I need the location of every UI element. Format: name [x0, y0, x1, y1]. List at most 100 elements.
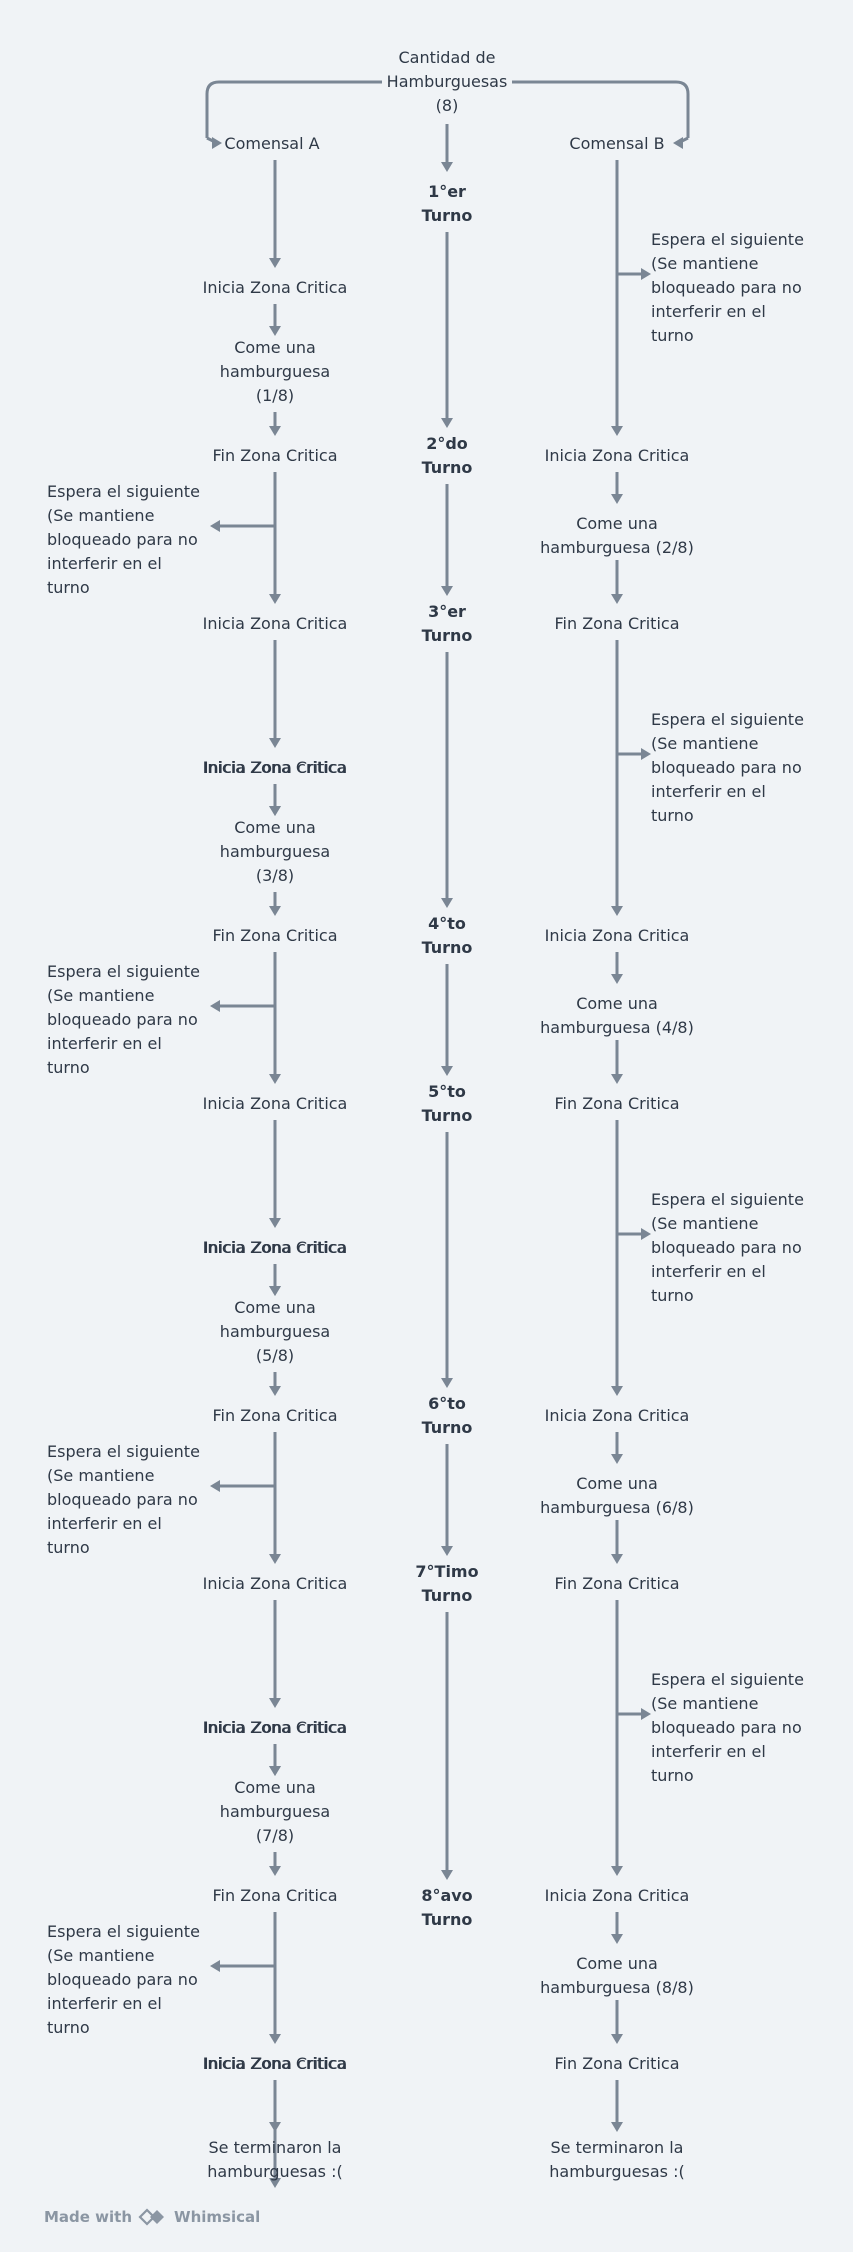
inicia-zona-critica-a-line: Inicia Zona Critica	[202, 614, 348, 633]
espera-a-line: interferir en el	[47, 554, 162, 573]
comensal-b-node-line: Comensal B	[569, 134, 665, 153]
inicia-zona-critica-a-line: Inicia Zona Critica	[202, 1094, 348, 1113]
arrow-head-icon	[269, 426, 281, 436]
espera-a-line: (Se mantiene	[47, 1946, 155, 1965]
espera-b-line: (Se mantiene	[651, 1694, 759, 1713]
inicia-zona-critica-a-line: Inicia Zona critica	[203, 758, 347, 777]
turn-node-line: 2°do	[426, 434, 468, 453]
espera-b-line: (Se mantiene	[651, 254, 759, 273]
arrow-head-icon	[641, 1228, 651, 1240]
inicia-zona-critica-b-line: Inicia Zona Critica	[544, 1406, 690, 1425]
inicia-zona-critica-a: Inicia Zona Critica	[125, 2052, 425, 2076]
branch-right-connector	[512, 80, 690, 138]
espera-b-line: interferir en el	[651, 1262, 766, 1281]
arrow-head-icon	[611, 594, 623, 604]
inicia-zona-critica-a: Inicia Zona critica	[125, 1716, 425, 1740]
fin-zona-critica-b-line: Fin Zona Critica	[554, 1574, 680, 1593]
turn-node-line: Turno	[421, 206, 473, 225]
come-hamburguesa-a-line: (7/8)	[255, 1826, 295, 1845]
inicia-zona-critica-a-line: Inicia Zona Critica	[202, 1574, 348, 1593]
come-hamburguesa-a-line: hamburguesa	[219, 842, 331, 861]
espera-a-line: (Se mantiene	[47, 1466, 155, 1485]
espera-b-line: bloqueado para no	[651, 758, 802, 777]
turn-node-line: Turno	[421, 626, 473, 645]
come-hamburguesa-a-line: hamburguesa	[219, 362, 331, 381]
come-hamburguesa-a-line: Come una	[234, 818, 316, 837]
fin-zona-critica-a-line: Fin Zona Critica	[212, 1406, 338, 1425]
fin-zona-critica-a: Fin Zona Critica	[125, 924, 425, 948]
turn-node-line: Turno	[421, 458, 473, 477]
inicia-zona-critica-a-line: Inicia Zona Critica	[202, 1718, 348, 1737]
arrow-head-icon	[269, 1554, 281, 1564]
turn-node-line: 4°to	[428, 914, 466, 933]
arrow-head-icon	[269, 2122, 281, 2132]
espera-b-line: turno	[651, 1286, 694, 1305]
arrow-head-icon	[441, 162, 453, 172]
arrow-head-icon	[212, 137, 222, 149]
fin-zona-critica-a-line: Fin Zona Critica	[212, 1886, 338, 1905]
come-hamburguesa-a: Come una hamburguesa (1/8)	[125, 336, 425, 408]
fin-zona-critica-a-line: Fin Zona Critica	[212, 446, 338, 465]
inicia-zona-critica-a-line: Inicia Zona critica	[203, 1718, 347, 1737]
espera-a-line: Espera el siguiente	[47, 1442, 200, 1461]
arrow-head-icon	[641, 748, 651, 760]
espera-b-line: (Se mantiene	[651, 1214, 759, 1233]
se-terminaron-b-line: Se terminaron la	[550, 2138, 684, 2157]
inicia-zona-critica-a-line: Inicia Zona Critica	[202, 2054, 348, 2073]
arrow-head-icon	[641, 268, 651, 280]
inicia-zona-critica-a: Inicia Zona Critica	[125, 756, 425, 780]
espera-b-line: (Se mantiene	[651, 734, 759, 753]
inicia-zona-critica-b: Inicia Zona Critica	[467, 924, 767, 948]
whimsical-brand: Whimsical	[174, 2208, 261, 2226]
arrow-head-icon	[673, 137, 683, 149]
turn-node-line: 1°er	[428, 182, 466, 201]
inicia-zona-critica-a: Inicia Zona Critica	[125, 1092, 425, 1116]
espera-a-line: turno	[47, 1538, 90, 1557]
come-hamburguesa-b-line: hamburguesa (8/8)	[540, 1978, 694, 1997]
come-hamburguesa-a-line: Come una	[234, 1778, 316, 1797]
espera-a-line: interferir en el	[47, 1514, 162, 1533]
arrow-head-icon	[611, 1554, 623, 1564]
arrow-head-icon	[611, 494, 623, 504]
espera-b-line: interferir en el	[651, 1742, 766, 1761]
se-terminaron-a-line: Se terminaron la	[208, 2138, 342, 2157]
come-hamburguesa-a-line: (5/8)	[255, 1346, 295, 1365]
arrow-head-icon	[269, 326, 281, 336]
inicia-zona-critica-b: Inicia Zona Critica	[467, 1884, 767, 1908]
inicia-zona-critica-b-line: Inicia Zona Critica	[544, 926, 690, 945]
arrow-head-icon	[269, 1866, 281, 1876]
inicia-zona-critica-a: Inicia Zona critica	[125, 1236, 425, 1260]
arrow-head-icon	[441, 586, 453, 596]
come-hamburguesa-a-line: (1/8)	[255, 386, 295, 405]
espera-a-line: bloqueado para no	[47, 1010, 198, 1029]
comensal-b-node: Comensal B	[467, 132, 767, 156]
arrow-head-icon	[441, 1870, 453, 1880]
fin-zona-critica-a: Fin Zona Critica	[125, 1884, 425, 1908]
espera-a-line: turno	[47, 578, 90, 597]
inicia-zona-critica-a: Inicia Zona critica	[125, 756, 425, 780]
fin-zona-critica-b-line: Fin Zona Critica	[554, 2054, 680, 2073]
espera-a-line: interferir en el	[47, 1034, 162, 1053]
inicia-zona-critica-b-line: Inicia Zona Critica	[544, 446, 690, 465]
fin-zona-critica-b-line: Fin Zona Critica	[554, 1094, 680, 1113]
turn-node-line: 8°avo	[421, 1886, 473, 1905]
arrow-head-icon	[611, 426, 623, 436]
inicia-zona-critica-a-line: Inicia Zona critica	[203, 2054, 347, 2073]
footer[interactable]: Made with Whimsical	[44, 2206, 260, 2228]
espera-b-line: interferir en el	[651, 782, 766, 801]
come-hamburguesa-a-line: Come una	[234, 338, 316, 357]
espera-a-line: bloqueado para no	[47, 1490, 198, 1509]
come-hamburguesa-b-line: hamburguesa (6/8)	[540, 1498, 694, 1517]
espera-b-line: turno	[651, 806, 694, 825]
arrow-head-icon	[269, 738, 281, 748]
espera-a-line: Espera el siguiente	[47, 482, 200, 501]
